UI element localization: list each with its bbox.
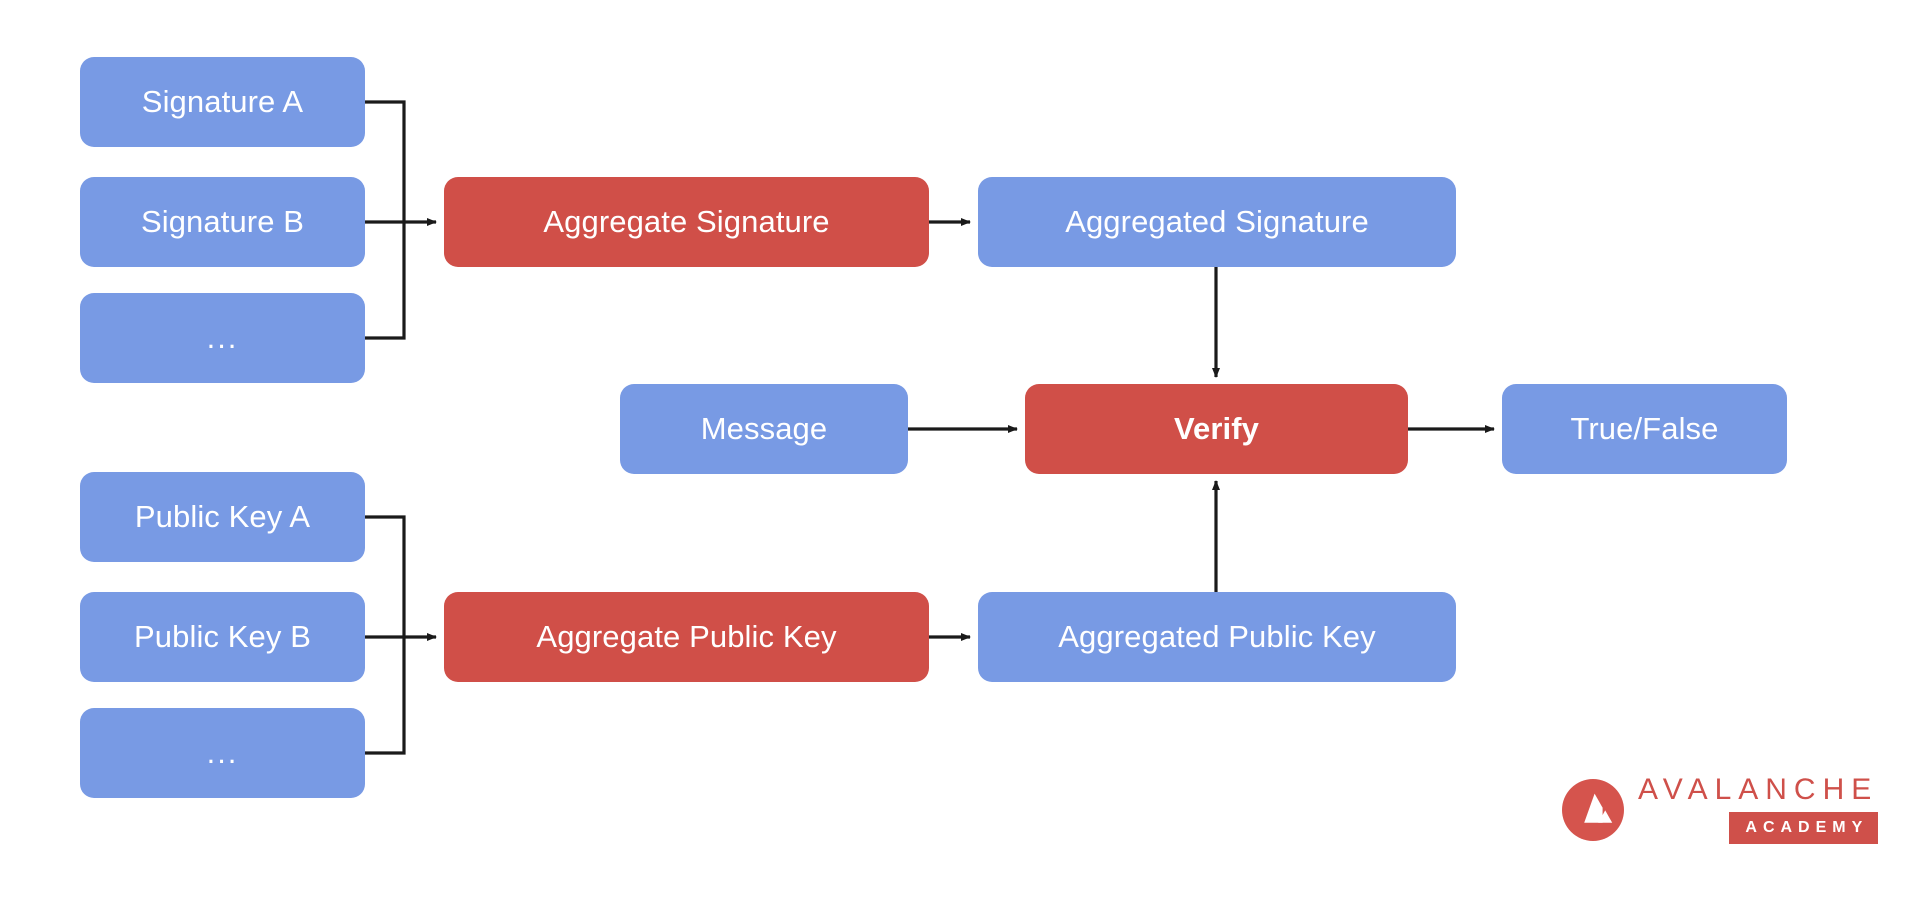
node-aggregated-public-key[interactable]: Aggregated Public Key <box>978 592 1456 682</box>
node-aggregate-public-key[interactable]: Aggregate Public Key <box>444 592 929 682</box>
logo-lockup: AVALANCHE ACADEMY <box>1638 773 1879 844</box>
edge-signature-more-to-bus <box>365 222 406 340</box>
avalanche-logo-mark <box>1562 778 1624 841</box>
node-signature-a[interactable]: Signature A <box>80 57 365 147</box>
edge-public-key-more-to-bus <box>365 637 406 755</box>
node-aggregated-signature[interactable]: Aggregated Signature <box>978 177 1456 267</box>
node-signature-more[interactable]: ... <box>80 293 365 383</box>
avalanche-mountain-icon <box>1584 793 1613 823</box>
edge-public-key-a-to-bus <box>365 515 406 637</box>
node-aggregate-signature[interactable]: Aggregate Signature <box>444 177 929 267</box>
node-public-key-more[interactable]: ... <box>80 708 365 798</box>
node-verify[interactable]: Verify <box>1025 384 1408 474</box>
avalanche-academy-logo: AVALANCHE ACADEMY <box>1562 773 1879 844</box>
node-public-key-b[interactable]: Public Key B <box>80 592 365 682</box>
node-message[interactable]: Message <box>620 384 908 474</box>
edge-signature-a-to-bus <box>365 100 406 222</box>
node-true-false[interactable]: True/False <box>1502 384 1787 474</box>
node-signature-b[interactable]: Signature B <box>80 177 365 267</box>
node-public-key-a[interactable]: Public Key A <box>80 472 365 562</box>
logo-academy-badge: ACADEMY <box>1729 812 1879 844</box>
logo-wordmark: AVALANCHE <box>1638 773 1879 806</box>
